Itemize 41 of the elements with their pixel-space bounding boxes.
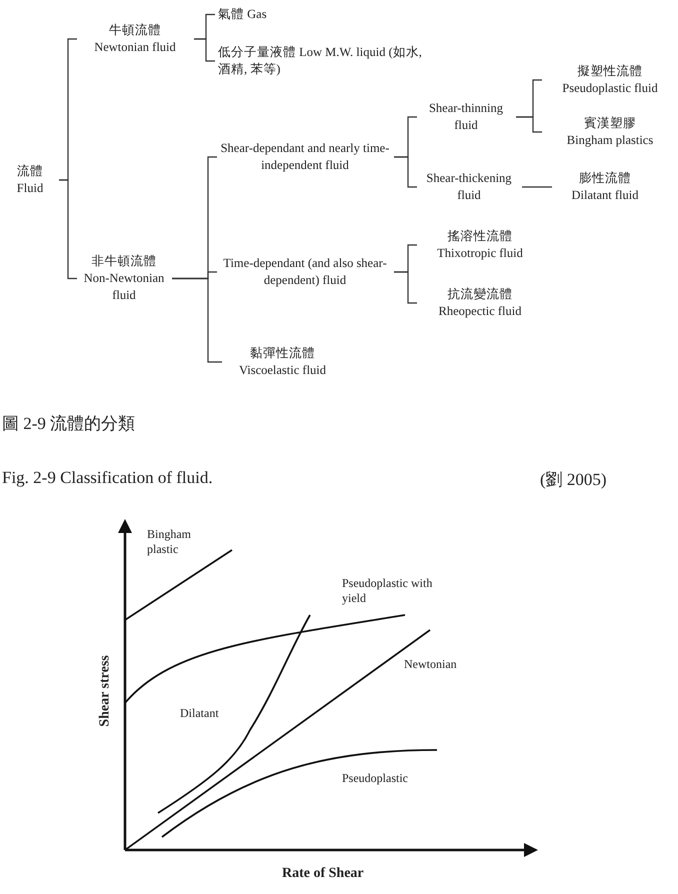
- node-label: 低分子量液體 Low M.W. liquid (如水, 酒精, 苯等): [218, 44, 423, 78]
- bracket-connector: [522, 186, 552, 188]
- node-label: 抗流變流體: [446, 286, 514, 303]
- node-label: 牛頓流體: [108, 22, 162, 39]
- node-label: Thixotropic fluid: [436, 245, 524, 262]
- node-label: 搖溶性流體: [446, 228, 514, 245]
- node-label: Viscoelastic fluid: [238, 362, 328, 379]
- bracket-connector: [194, 38, 215, 62]
- node-label: Newtonian fluid: [93, 39, 177, 56]
- bracket-connector: [394, 271, 417, 304]
- node-label: 流體: [16, 163, 44, 180]
- axis-title: Shear stress: [98, 655, 114, 727]
- node-label: Rheopectic fluid: [438, 303, 522, 320]
- node-label: 黏彈性流體: [249, 345, 316, 362]
- axis-title: Rate of Shear: [282, 866, 364, 882]
- figure-caption: Fig. 2-9 Classification of fluid.: [2, 468, 213, 488]
- bracket-connector: [172, 278, 222, 363]
- curve-label: Dilatant: [180, 706, 219, 721]
- bracket-connector: [516, 116, 542, 133]
- node-label: Shear-dependant and nearly time-independent fluid: [220, 140, 390, 174]
- bracket-connector: [59, 179, 77, 280]
- curve-label: Bingham plastic: [147, 527, 192, 557]
- node-label: 擬塑性流體: [576, 63, 644, 80]
- node-label: Non-Newtonian fluid: [82, 270, 166, 304]
- curve-label: Pseudoplastic: [342, 771, 408, 786]
- node-label: 非牛頓流體: [90, 253, 158, 270]
- curve-label: Pseudoplastic with yield: [342, 576, 434, 606]
- node-label: Shear-thinning fluid: [428, 100, 504, 134]
- node-label: Fluid: [16, 180, 44, 197]
- node-label: Time-dependant (and also shear-dependent) fluid: [222, 255, 388, 289]
- node-label: 膨性流體: [578, 170, 632, 187]
- bracket-connector: [394, 156, 417, 188]
- node-label: Bingham plastics: [566, 132, 654, 149]
- citation: (劉 2005): [540, 469, 607, 491]
- node-label: 氣體 Gas: [218, 6, 268, 23]
- node-label: Shear-thickening fluid: [425, 170, 513, 204]
- curve-label: Newtonian: [404, 657, 457, 672]
- node-label: 賓漢塑膠: [583, 115, 637, 132]
- node-label: Dilatant fluid: [570, 187, 640, 204]
- node-label: Pseudoplastic fluid: [561, 80, 659, 97]
- figure-caption: 圖 2-9 流體的分類: [2, 413, 136, 435]
